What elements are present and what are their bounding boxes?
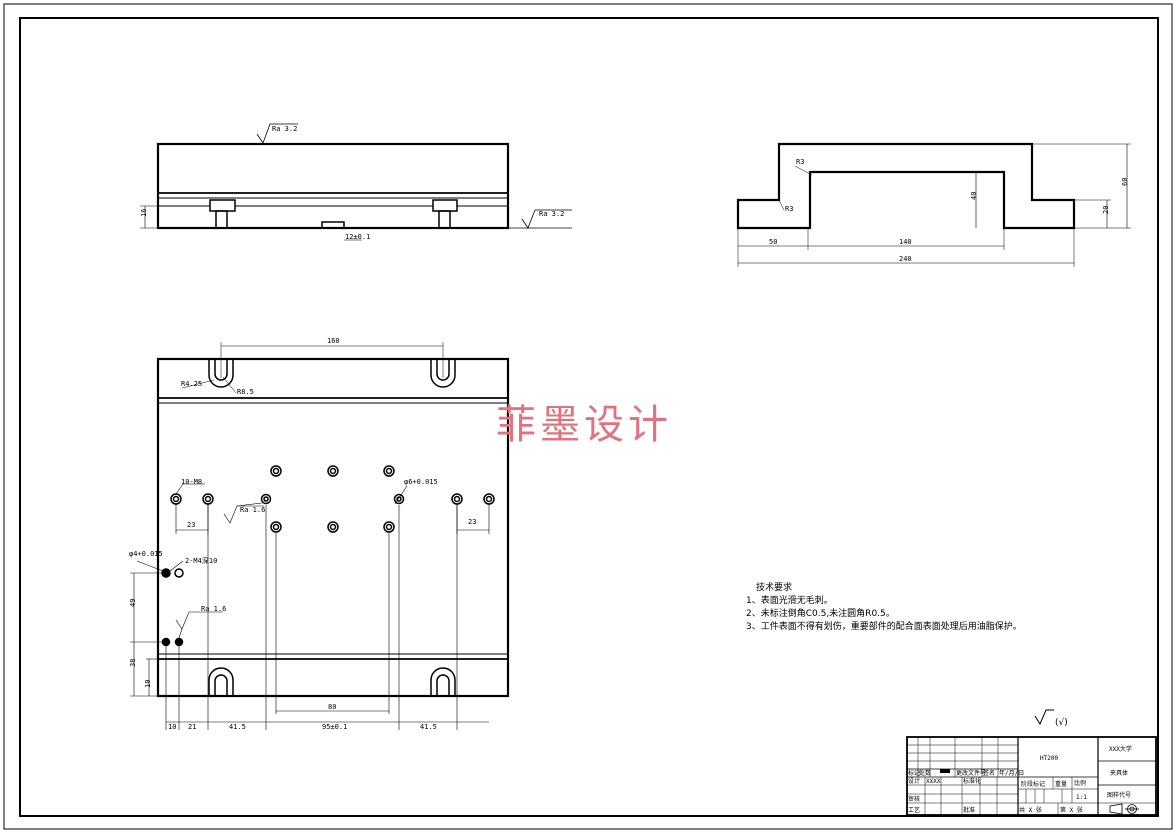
review-label: 审核 <box>908 795 920 803</box>
dim-240: 240 <box>899 255 912 263</box>
pin-phi4-label: φ4+0.015 <box>129 550 163 558</box>
dim-49: 49 <box>129 599 137 607</box>
outer-border <box>3 3 1173 830</box>
standardization-label: 标准化 <box>963 777 981 785</box>
designer-label: 设计 <box>908 777 920 785</box>
dim-20: 20 <box>1102 206 1110 214</box>
dim-40: 40 <box>970 192 978 200</box>
dim-38: 38 <box>129 659 137 667</box>
hole-phi6-label: φ6+0.015 <box>404 478 438 486</box>
dim-slot: 12±0.1 <box>345 233 370 241</box>
scale-value: 1:1 <box>1076 794 1087 801</box>
dim-60: 60 <box>1121 178 1129 186</box>
sheets-total: 共 X 张 <box>1019 806 1042 814</box>
dim-415-a: 41.5 <box>229 723 246 731</box>
weight-label: 重量 <box>1055 780 1067 788</box>
change-doc-label: 更改文件号 <box>956 769 986 777</box>
title-block <box>906 736 1157 816</box>
general-roughness-note: (√) <box>1055 717 1068 728</box>
holes-10m8-label: 10-M8 <box>181 478 202 486</box>
part-name: 夹具体 <box>1110 769 1128 777</box>
dim-160: 160 <box>327 337 340 345</box>
school-label: XXX大学 <box>1109 745 1132 753</box>
approve-label: 批准 <box>963 806 975 814</box>
tech-req-1: 1、表面光滑无毛刺。 <box>746 594 833 606</box>
front-view <box>140 123 572 241</box>
roughness-top-label: Ra 3.2 <box>272 125 297 133</box>
dim-415-b: 41.5 <box>420 723 437 731</box>
radius-bottom: R3 <box>785 205 793 213</box>
dim-140: 140 <box>899 238 912 246</box>
count-label: 处数 <box>919 769 931 777</box>
roughness-16-b: Ra 1.6 <box>201 605 226 613</box>
sheet-number: 第 X 张 <box>1060 806 1083 814</box>
tech-req-title: 技术要求 <box>756 581 792 593</box>
inner-frame <box>19 17 1159 817</box>
plan-dimensions <box>130 483 490 730</box>
dim-21: 21 <box>188 723 196 731</box>
projection-symbol <box>1109 803 1139 815</box>
side-view <box>736 142 1131 267</box>
dim-80: 80 <box>328 703 336 711</box>
radius-top: R3 <box>796 158 804 166</box>
date-label: 年/月/日 <box>999 769 1024 777</box>
dim-23-right: 23 <box>468 518 476 526</box>
dim-23-left: 23 <box>187 521 195 529</box>
dim-16: 16 <box>140 209 148 217</box>
radius-425: R4.25 <box>181 380 202 388</box>
radius-85: R8.5 <box>237 388 254 396</box>
designer-name: XXXX <box>926 778 941 785</box>
roughness-16-a: Ra 1.6 <box>240 506 265 514</box>
dim-50: 50 <box>769 238 777 246</box>
process-label: 工艺 <box>908 806 920 814</box>
watermark: 菲墨设计 <box>496 402 672 448</box>
sign-label: 签名 <box>983 769 995 777</box>
material-label: HT200 <box>1040 755 1058 762</box>
hole-pattern <box>161 465 495 647</box>
stage-label: 阶段标记 <box>1021 780 1045 788</box>
tech-req-3: 3、工件表面不得有划伤，重要部件的配合面表面处理后用油脂保护。 <box>746 620 1022 632</box>
tech-req-2: 2、未标注倒角C0.5,未注圆角R0.5。 <box>746 607 895 619</box>
m4-thread-label: 2-M4深10 <box>185 556 217 565</box>
plan-view <box>156 342 510 698</box>
mark-label: 标记 <box>908 769 920 777</box>
drawing-number: 图样代号 <box>1107 791 1131 799</box>
general-roughness-symbol <box>1034 709 1054 726</box>
dim-10-vertical: 10 <box>144 680 152 688</box>
scale-label: 比例 <box>1074 779 1086 787</box>
roughness-right-label: Ra 3.2 <box>539 210 564 218</box>
dim-10: 10 <box>168 723 176 731</box>
dim-95: 95±0.1 <box>322 723 347 731</box>
